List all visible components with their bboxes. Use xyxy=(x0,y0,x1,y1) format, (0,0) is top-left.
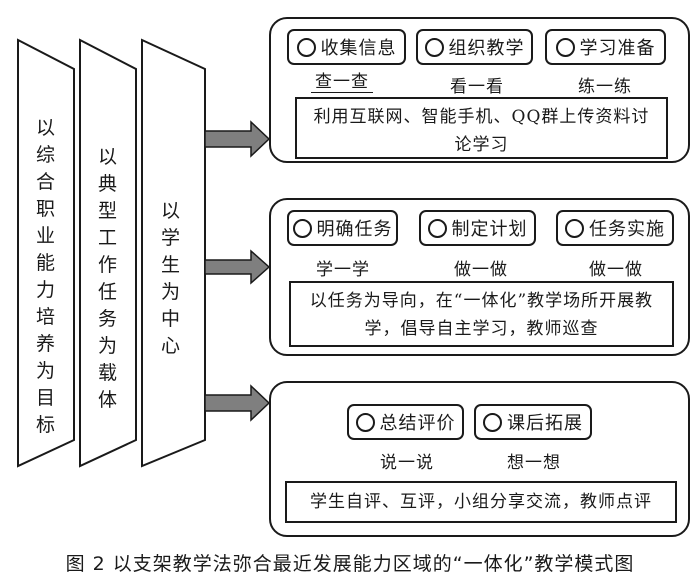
step-label: 明确任务 xyxy=(316,219,393,240)
circle-icon xyxy=(555,37,575,57)
arrow-3 xyxy=(204,384,271,422)
chevron-column-1 xyxy=(17,38,75,468)
step-label: 组织教学 xyxy=(448,38,525,59)
arrow-1 xyxy=(204,120,271,158)
stage-description-3: 学生自评、互评，小组分享交流，教师点评 xyxy=(285,481,677,523)
step-button-organize-teaching[interactable]: 组织教学 xyxy=(416,29,533,65)
step-caption: 练一练 xyxy=(578,77,632,97)
step-label: 总结评价 xyxy=(379,413,456,434)
step-label: 制定计划 xyxy=(451,219,528,240)
chevron-column-3 xyxy=(141,38,206,468)
step-button-summary-evaluation[interactable]: 总结评价 xyxy=(347,404,464,440)
step-button-after-class-extension[interactable]: 课后拓展 xyxy=(474,404,592,440)
step-caption: 查一查 xyxy=(311,72,373,93)
circle-icon xyxy=(565,218,584,238)
arrow-2 xyxy=(204,249,271,285)
step-caption: 想一想 xyxy=(507,453,561,473)
step-caption: 做一做 xyxy=(589,260,643,280)
circle-icon xyxy=(427,218,447,238)
step-button-make-plan[interactable]: 制定计划 xyxy=(419,210,536,246)
figure-caption: 图 2 以支架教学法弥合最近发展能力区域的“一体化”教学模式图 xyxy=(65,553,635,575)
step-label: 任务实施 xyxy=(589,219,665,240)
step-button-task-implementation[interactable]: 任务实施 xyxy=(556,210,674,246)
step-label: 学习准备 xyxy=(579,38,656,59)
circle-icon xyxy=(296,37,316,57)
step-label: 收集信息 xyxy=(320,38,397,59)
step-caption: 做一做 xyxy=(454,260,508,280)
step-button-study-prep[interactable]: 学习准备 xyxy=(545,29,666,65)
step-label: 课后拓展 xyxy=(507,413,583,434)
step-caption: 看一看 xyxy=(450,77,504,97)
step-caption: 说一说 xyxy=(380,453,434,473)
circle-icon xyxy=(292,218,312,238)
circle-icon xyxy=(355,412,375,432)
chevron-column-2 xyxy=(79,38,137,468)
stage-description-2: 以任务为导向，在“一体化”教学场所开展教学，倡导自主学习，教师巡查 xyxy=(289,281,674,347)
column-label-carrier: 以典型工作任务为载体 xyxy=(97,146,118,411)
stage-description-1: 利用互联网、智能手机、QQ群上传资料讨论学习 xyxy=(295,97,668,159)
circle-icon xyxy=(483,412,502,432)
circle-icon xyxy=(424,37,444,57)
step-button-collect-info[interactable]: 收集信息 xyxy=(287,29,406,65)
column-label-center: 以学生为中心 xyxy=(160,200,181,357)
step-caption: 学一学 xyxy=(316,260,370,280)
step-button-clarify-task[interactable]: 明确任务 xyxy=(287,210,398,246)
column-label-goal: 以综合职业能力培养为目标 xyxy=(35,117,56,436)
